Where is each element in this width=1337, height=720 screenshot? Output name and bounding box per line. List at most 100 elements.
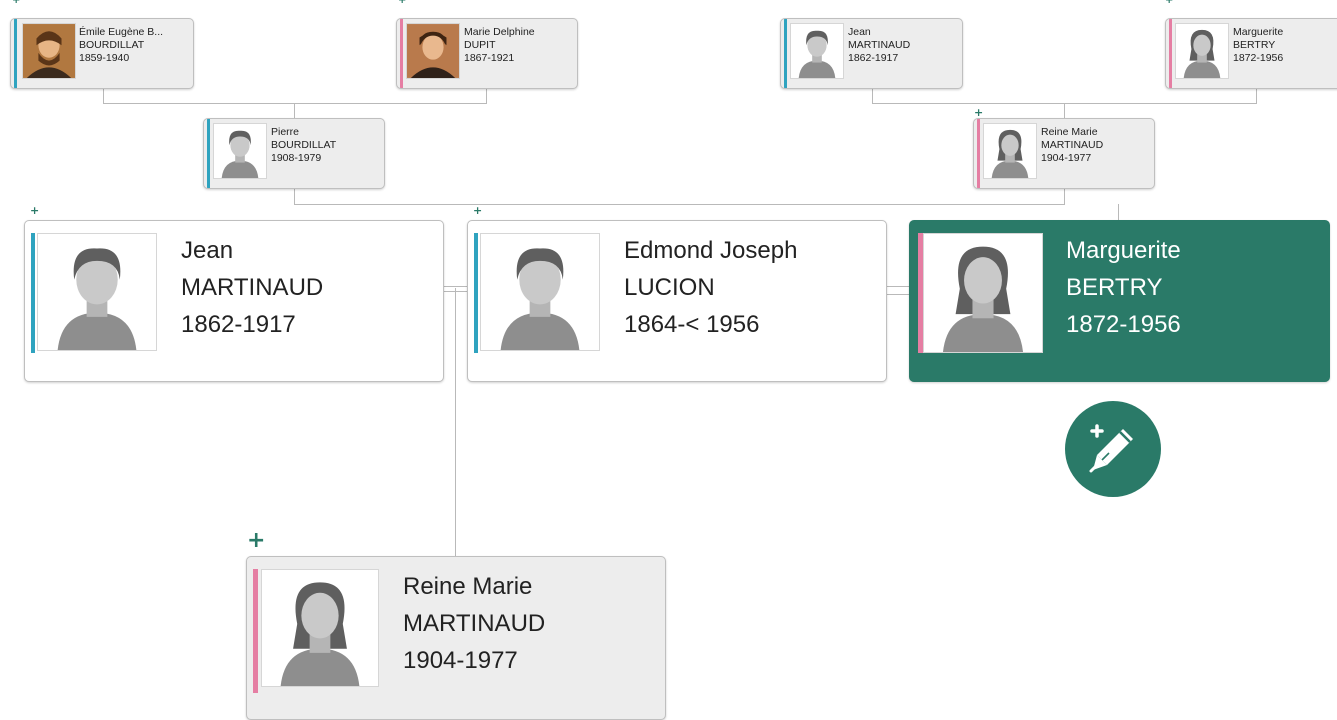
- add-parent-icon[interactable]: +: [30, 204, 40, 217]
- connector-line: [486, 89, 487, 103]
- female-avatar-icon: [264, 570, 376, 686]
- person-name: Reine Marie MARTINAUD 1904-1977: [1041, 126, 1103, 164]
- life-years: 1904-1977: [1041, 151, 1092, 164]
- first-name: Jean: [181, 237, 234, 264]
- male-avatar-icon: [484, 234, 596, 350]
- person-photo: [37, 233, 157, 351]
- person-photo: [213, 123, 267, 179]
- female-avatar-icon: [926, 234, 1040, 352]
- last-name: BOURDILLAT: [79, 38, 145, 51]
- connector-line: [103, 103, 487, 104]
- person-card-reine-marie-martinaud-ancestor[interactable]: Reine Marie MARTINAUD 1904-1977: [973, 118, 1155, 189]
- connector-line: [1064, 103, 1065, 119]
- person-name: Pierre BOURDILLAT 1908-1979: [271, 126, 336, 164]
- gender-bar: [14, 19, 17, 88]
- person-name: Marguerite BERTRY 1872-1956: [1066, 232, 1181, 344]
- add-edit-icon: [1089, 424, 1133, 473]
- first-name: Edmond Joseph: [624, 237, 798, 264]
- last-name: MARTINAUD: [848, 38, 911, 51]
- person-name: Reine Marie MARTINAUD 1904-1977: [403, 568, 545, 680]
- connector-line: [294, 103, 295, 119]
- person-card-edmond-joseph-lucion[interactable]: Edmond Joseph LUCION 1864-< 1956: [467, 220, 887, 382]
- person-name: Marguerite BERTRY 1872-1956: [1233, 26, 1283, 64]
- first-name: Marguerite: [1233, 26, 1284, 38]
- gender-bar: [474, 233, 478, 353]
- life-years: 1864-< 1956: [624, 311, 760, 339]
- connector-line: [443, 286, 468, 287]
- last-name: BERTRY: [1066, 274, 1163, 302]
- person-card-jean-martinaud[interactable]: Jean MARTINAUD 1862-1917: [24, 220, 444, 382]
- person-photo: [790, 23, 844, 79]
- person-photo: [261, 569, 379, 687]
- connector-line: [103, 89, 104, 103]
- gender-bar: [31, 233, 35, 353]
- connector-line: [886, 294, 910, 295]
- connector-line: [886, 286, 910, 287]
- add-parent-icon[interactable]: +: [247, 528, 266, 553]
- add-parent-icon[interactable]: +: [974, 106, 984, 119]
- add-edit-button[interactable]: [1065, 401, 1161, 497]
- person-name: Jean MARTINAUD 1862-1917: [848, 26, 910, 64]
- male-avatar-icon: [41, 234, 153, 350]
- first-name: Pierre: [271, 126, 300, 138]
- first-name: Marie Delphine: [464, 26, 535, 38]
- last-name: MARTINAUD: [403, 610, 546, 638]
- connector-line: [1256, 89, 1257, 103]
- connector-line: [1064, 189, 1065, 204]
- life-years: 1908-1979: [271, 151, 322, 164]
- person-photo: [406, 23, 460, 79]
- person-photo: [22, 23, 76, 79]
- life-years: 1862-1917: [181, 311, 296, 339]
- person-card-pierre-bourdillat[interactable]: Pierre BOURDILLAT 1908-1979: [203, 118, 385, 189]
- life-years: 1872-1956: [1066, 311, 1181, 339]
- add-parent-icon[interactable]: +: [473, 204, 483, 217]
- last-name: BERTRY: [1233, 38, 1276, 51]
- person-photo: [923, 233, 1043, 353]
- person-photo: [480, 233, 600, 351]
- gender-bar: [207, 119, 210, 188]
- last-name: LUCION: [624, 274, 715, 302]
- person-name: Marie Delphine DUPIT 1867-1921: [464, 26, 535, 64]
- gender-bar: [400, 19, 403, 88]
- last-name: MARTINAUD: [181, 274, 324, 302]
- add-parent-icon[interactable]: +: [398, 0, 407, 6]
- female-avatar-icon: [984, 124, 1036, 178]
- connector-line: [294, 204, 1065, 205]
- person-name: Jean MARTINAUD 1862-1917: [181, 232, 323, 344]
- first-name: Émile Eugène B...: [79, 26, 164, 38]
- last-name: MARTINAUD: [1041, 138, 1104, 151]
- person-card-marie-dupit[interactable]: Marie Delphine DUPIT 1867-1921: [396, 18, 578, 89]
- person-card-reine-marie-martinaud[interactable]: Reine Marie MARTINAUD 1904-1977: [246, 556, 666, 720]
- connector-line: [455, 288, 456, 556]
- gender-bar: [784, 19, 787, 88]
- connector-line: [872, 89, 873, 103]
- life-years: 1859-1940: [79, 51, 130, 64]
- person-name: Edmond Joseph LUCION 1864-< 1956: [624, 232, 797, 344]
- life-years: 1904-1977: [403, 647, 518, 675]
- first-name: Marguerite: [1066, 237, 1181, 264]
- life-years: 1867-1921: [464, 51, 515, 64]
- last-name: BOURDILLAT: [271, 138, 337, 151]
- person-card-marguerite-bertry-ancestor[interactable]: Marguerite BERTRY 1872-1956: [1165, 18, 1337, 89]
- add-parent-icon[interactable]: +: [12, 0, 21, 6]
- person-card-emile-bourdillat[interactable]: Émile Eugène B... BOURDILLAT 1859-1940: [10, 18, 194, 89]
- female-avatar-icon: [1176, 24, 1228, 78]
- gender-bar: [253, 569, 258, 693]
- person-photo: [1175, 23, 1229, 79]
- person-card-jean-martinaud-ancestor[interactable]: Jean MARTINAUD 1862-1917: [780, 18, 963, 89]
- person-name: Émile Eugène B... BOURDILLAT 1859-1940: [79, 26, 163, 64]
- first-name: Reine Marie: [1041, 126, 1098, 138]
- person-card-marguerite-bertry-selected[interactable]: Marguerite BERTRY 1872-1956: [909, 220, 1330, 382]
- gender-bar: [1169, 19, 1172, 88]
- first-name: Reine Marie: [403, 573, 533, 600]
- life-years: 1872-1956: [1233, 51, 1284, 64]
- gender-bar: [977, 119, 980, 188]
- male-avatar-icon: [791, 24, 843, 78]
- add-parent-icon[interactable]: +: [1165, 0, 1174, 6]
- first-name: Jean: [848, 26, 871, 38]
- male-avatar-icon: [214, 124, 266, 178]
- person-photo: [983, 123, 1037, 179]
- last-name: DUPIT: [464, 38, 496, 51]
- connector-line: [294, 189, 295, 204]
- life-years: 1862-1917: [848, 51, 899, 64]
